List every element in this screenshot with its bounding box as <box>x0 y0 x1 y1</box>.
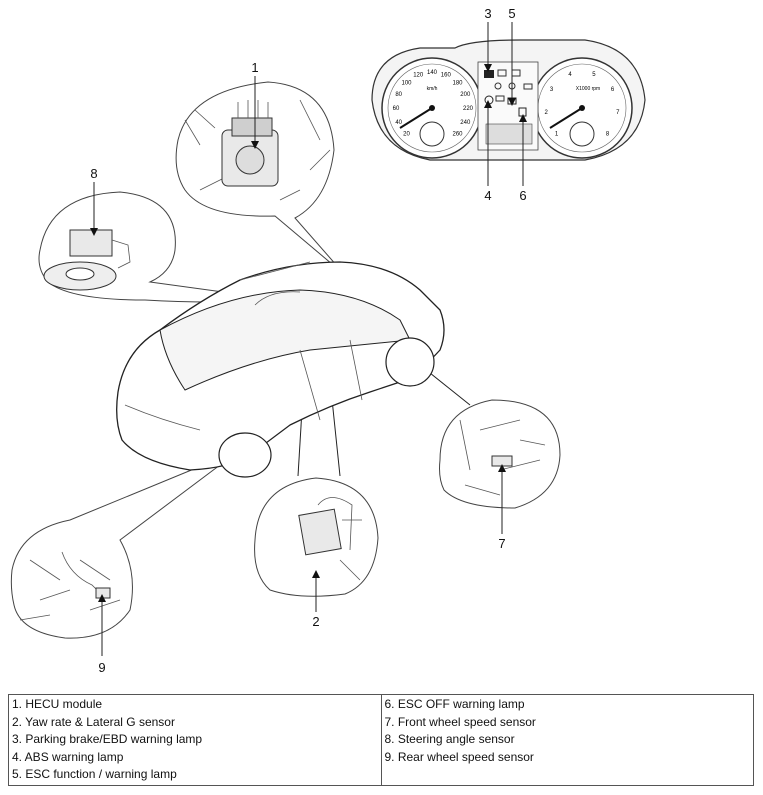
legend-item-esc-function-lamp: 5. ESC function / warning lamp <box>12 767 177 781</box>
parking-brake-ebd-warning-lamp <box>484 70 494 78</box>
callout-5: 5 <box>508 6 515 21</box>
legend-item-esc-off-lamp: 6. ESC OFF warning lamp <box>384 697 525 711</box>
legend-table: 1. HECU module 2. Yaw rate & Lateral G s… <box>8 694 754 786</box>
rpm-tick-label: 1 <box>555 132 559 138</box>
callout-2: 2 <box>312 614 319 629</box>
callout-1: 1 <box>251 60 258 75</box>
callout-8: 8 <box>90 166 97 181</box>
front-wheel-speed-sensor-bubble <box>419 364 561 509</box>
speed-tick-label: 80 <box>395 92 402 98</box>
legend-item-rear-wheel-sensor: 9. Rear wheel speed sensor <box>384 749 534 764</box>
callout-9: 9 <box>98 660 105 675</box>
rpm-tick-label: 6 <box>611 87 615 93</box>
speed-tick-label: 220 <box>463 106 474 112</box>
rpm-unit: X1000 rpm <box>576 86 600 92</box>
callout-3: 3 <box>484 6 491 21</box>
legend-item-front-wheel-sensor: 7. Front wheel speed sensor <box>384 714 536 729</box>
speed-unit: km/h <box>427 86 438 92</box>
legend-item-parking-brake-lamp: 3. Parking brake/EBD warning lamp <box>12 732 203 746</box>
callout-7: 7 <box>498 536 505 551</box>
legend-right-column: 6. ESC OFF warning lamp 7. Front wheel s… <box>380 694 754 786</box>
rpm-tick-label: 4 <box>568 72 572 78</box>
speed-tick-label: 20 <box>403 132 410 138</box>
vehicle-illustration <box>116 261 445 478</box>
leader-lines <box>90 22 527 656</box>
hecu-module-bubble <box>175 81 346 276</box>
rpm-tick-label: 3 <box>550 87 554 93</box>
speed-tick-label: 140 <box>427 70 438 76</box>
rpm-tick-label: 5 <box>592 72 596 78</box>
speed-tick-label: 60 <box>393 106 400 112</box>
rpm-tick-label: 2 <box>545 110 549 116</box>
callout-6: 6 <box>519 188 526 203</box>
tachometer-gauge: 1 2 3 4 5 6 7 8 X1000 rpm <box>531 57 633 159</box>
legend-item-hecu-module: 1. HECU module <box>12 697 103 711</box>
legend-item-abs-lamp: 4. ABS warning lamp <box>12 749 124 764</box>
rear-wheel-speed-sensor-bubble <box>10 449 241 639</box>
rpm-tick-label: 8 <box>606 132 610 138</box>
legend-item-steering-angle-sensor: 8. Steering angle sensor <box>384 732 515 746</box>
legend-left-column: 1. HECU module 2. Yaw rate & Lateral G s… <box>8 694 382 786</box>
legend-item-yaw-rate-sensor: 2. Yaw rate & Lateral G sensor <box>12 714 175 729</box>
yaw-rate-sensor-bubble <box>254 359 379 597</box>
speed-tick-label: 200 <box>460 92 471 98</box>
callout-4: 4 <box>484 188 491 203</box>
rpm-tick-label: 7 <box>616 110 620 116</box>
speed-tick-label: 100 <box>401 81 412 87</box>
speed-tick-label: 260 <box>452 132 463 138</box>
speed-tick-label: 240 <box>460 120 471 126</box>
speed-tick-label: 180 <box>452 81 463 87</box>
steering-angle-sensor-bubble <box>38 191 283 303</box>
speed-tick-label: 160 <box>441 73 452 79</box>
speed-tick-label: 40 <box>395 120 402 126</box>
speed-tick-label: 120 <box>413 73 424 79</box>
